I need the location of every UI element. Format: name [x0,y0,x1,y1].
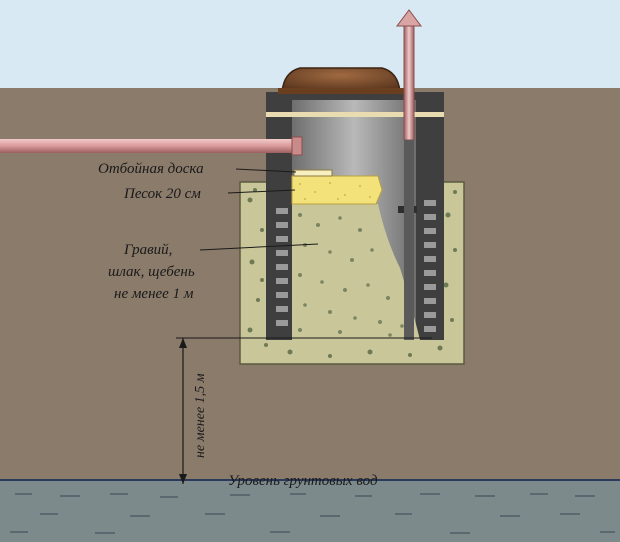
lid-rim [278,88,404,94]
leader-sand [227,189,296,194]
inlet-pipe [0,139,300,153]
label-groundwater: Уровень грунтовых вод [228,473,378,489]
label-depth: не менее 1,5 м [193,373,208,458]
groundwater-zone [0,480,620,542]
label-gravel-line1: Гравий, [123,242,172,258]
vent-pipe [403,25,415,141]
leader-gravel [199,243,319,251]
inlet-pipe-end [291,136,303,156]
well-lid [281,67,401,93]
depth-arrow-top-icon [179,338,187,348]
gravel-stones-inside [298,213,404,337]
sand-grains [299,182,371,200]
right-wall-slots [424,200,436,332]
label-gravel-line2: шлак, щебень [108,264,195,280]
label-gravel-line3: не менее 1 м [114,286,194,302]
gravel-fill-inside [292,204,420,340]
water-dashes [10,493,615,534]
vent-arrow-icon [396,9,422,27]
label-impact-board: Отбойная доска [98,161,204,177]
left-wall-slots [276,208,288,326]
sand-layer [291,175,383,205]
vent-pipe-lower [404,140,414,340]
well-ring-band [266,112,444,117]
impact-board [293,169,333,177]
label-sand: Песок 20 см [123,186,201,202]
leader-impact-board [235,168,297,173]
gravel-stones [247,188,457,358]
depth-arrow-bottom-icon [179,474,187,484]
